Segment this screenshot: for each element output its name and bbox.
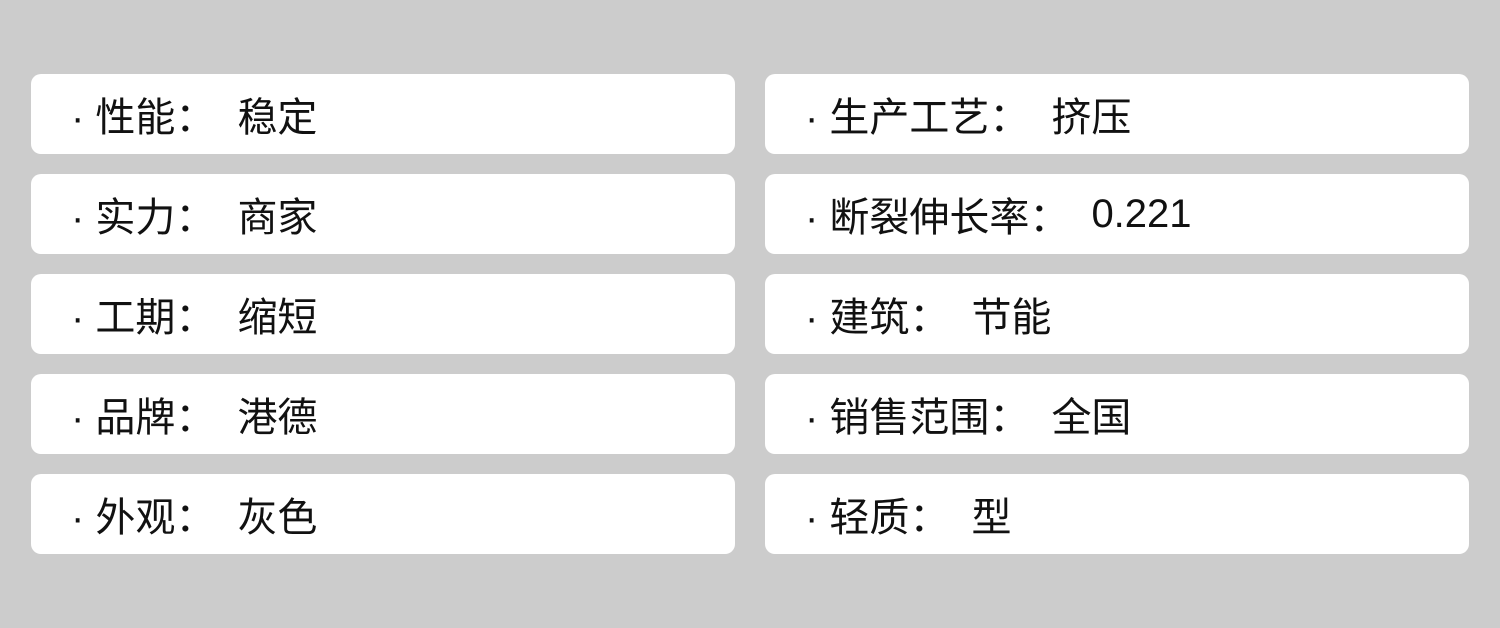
spec-card-duration: · 工期： 缩短 (31, 274, 735, 354)
spec-card-elongation: · 断裂伸长率： 0.221 (765, 174, 1469, 254)
spec-card-sales-range: · 销售范围： 全国 (765, 374, 1469, 454)
spec-label: · 性能： (71, 96, 216, 140)
spec-value: 挤压 (1051, 96, 1132, 140)
spec-label: · 销售范围： (805, 396, 1030, 440)
spec-card-appearance: · 外观： 灰色 (31, 474, 735, 554)
spec-label: · 建筑： (805, 296, 950, 340)
spec-label: · 实力： (71, 196, 216, 240)
spec-card-building: · 建筑： 节能 (765, 274, 1469, 354)
spec-value: 全国 (1051, 396, 1132, 440)
spec-label: · 工期： (71, 296, 216, 340)
spec-label: · 品牌： (71, 396, 216, 440)
spec-value: 0.221 (1091, 191, 1192, 236)
spec-card-process: · 生产工艺： 挤压 (765, 74, 1469, 154)
spec-value: 缩短 (237, 296, 318, 340)
spec-label: · 生产工艺： (805, 96, 1030, 140)
spec-value: 稳定 (237, 96, 318, 140)
spec-card-brand: · 品牌： 港德 (31, 374, 735, 454)
spec-grid: · 性能： 稳定 · 生产工艺： 挤压 · 实力： 商家 · 断裂伸长率： 0.… (31, 74, 1469, 554)
spec-value: 商家 (237, 196, 318, 240)
spec-label: · 轻质： (805, 496, 950, 540)
spec-value: 灰色 (237, 496, 318, 540)
spec-label: · 断裂伸长率： (805, 196, 1070, 240)
spec-value: 节能 (971, 296, 1052, 340)
spec-label: · 外观： (71, 496, 216, 540)
spec-value: 港德 (237, 396, 318, 440)
spec-value: 型 (971, 496, 1012, 540)
spec-card-strength: · 实力： 商家 (31, 174, 735, 254)
spec-card-lightweight: · 轻质： 型 (765, 474, 1469, 554)
spec-card-performance: · 性能： 稳定 (31, 74, 735, 154)
